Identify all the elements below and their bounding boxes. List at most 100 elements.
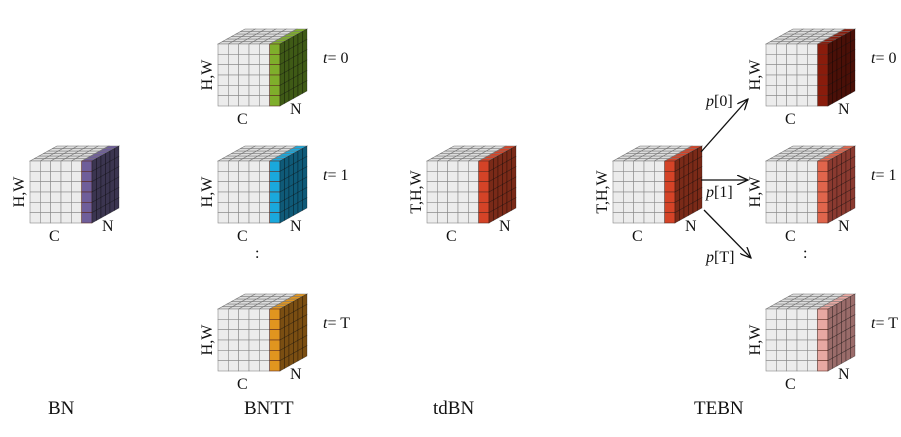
side-cell bbox=[845, 82, 851, 97]
front-cell bbox=[437, 212, 448, 224]
front-cell bbox=[776, 308, 787, 320]
front-cell bbox=[269, 212, 281, 224]
side-cell bbox=[679, 207, 685, 222]
front-cell bbox=[60, 202, 72, 213]
side-cell bbox=[841, 202, 847, 217]
front-cell bbox=[81, 181, 93, 193]
time-step-label: t= 0 bbox=[323, 50, 348, 67]
front-cell bbox=[457, 202, 469, 213]
front-cell bbox=[633, 202, 645, 213]
cube-tdbn: T,H,WCN bbox=[408, 145, 518, 245]
side-cell bbox=[836, 87, 842, 102]
front-cell bbox=[786, 74, 798, 86]
front-cell bbox=[228, 43, 239, 55]
front-cell bbox=[60, 171, 72, 182]
front-cell bbox=[457, 181, 469, 193]
axis-label-c: C bbox=[446, 228, 457, 245]
title-tdbn: tdBN bbox=[433, 398, 474, 419]
front-cell bbox=[786, 339, 798, 351]
side-cell bbox=[697, 197, 703, 212]
side-cell bbox=[827, 357, 833, 372]
front-cell bbox=[457, 191, 469, 203]
side-cell bbox=[293, 202, 299, 217]
side-cell bbox=[502, 202, 508, 217]
front-cell bbox=[817, 339, 829, 351]
axis-label-hw: H,W bbox=[199, 59, 216, 91]
front-cell bbox=[259, 43, 270, 55]
front-cell bbox=[643, 160, 655, 172]
front-cell bbox=[426, 181, 438, 193]
front-cell bbox=[248, 191, 260, 203]
arrow-p0 bbox=[700, 99, 748, 153]
side-cell bbox=[302, 80, 308, 95]
front-cell bbox=[765, 308, 777, 320]
front-cell bbox=[796, 339, 808, 351]
axis-label-hw: H,W bbox=[11, 176, 28, 208]
side-cell bbox=[493, 207, 499, 222]
front-cell bbox=[623, 212, 634, 224]
front-cell bbox=[796, 329, 808, 341]
front-cell bbox=[457, 171, 469, 182]
front-cell bbox=[437, 181, 448, 193]
front-cell bbox=[765, 171, 777, 182]
front-cell bbox=[238, 85, 250, 96]
front-cell bbox=[259, 95, 270, 107]
front-cell bbox=[468, 181, 479, 193]
front-cell bbox=[40, 171, 51, 182]
side-cell bbox=[105, 202, 111, 217]
axis-label-c: C bbox=[237, 111, 248, 128]
front-cell bbox=[228, 74, 239, 86]
front-cell bbox=[228, 54, 239, 65]
side-cell bbox=[279, 209, 285, 224]
front-cell bbox=[807, 212, 818, 224]
front-cell bbox=[765, 212, 777, 224]
front-cell bbox=[259, 360, 270, 372]
front-cell bbox=[478, 191, 490, 203]
side-cell bbox=[683, 204, 689, 219]
front-cell bbox=[248, 350, 260, 361]
front-cell bbox=[228, 171, 239, 182]
front-cell bbox=[765, 54, 777, 65]
front-cell bbox=[796, 202, 808, 213]
axis-label-hw: H,W bbox=[747, 59, 764, 91]
front-cell bbox=[796, 319, 808, 330]
front-cell bbox=[40, 160, 51, 172]
front-cell bbox=[643, 181, 655, 193]
time-step-label: t= 1 bbox=[871, 167, 896, 184]
front-cell bbox=[228, 319, 239, 330]
front-cell bbox=[248, 181, 260, 193]
front-cell bbox=[217, 171, 229, 182]
front-cell bbox=[29, 181, 41, 193]
time-value: = 1 bbox=[875, 167, 896, 184]
front-cell bbox=[40, 181, 51, 193]
front-cell bbox=[447, 212, 459, 224]
arrow-label-pT: p[T] bbox=[705, 249, 734, 266]
front-cell bbox=[228, 329, 239, 341]
side-cell bbox=[488, 209, 494, 224]
side-cell bbox=[827, 92, 833, 107]
front-cell bbox=[248, 74, 260, 86]
front-cell bbox=[786, 160, 798, 172]
front-cell bbox=[776, 95, 787, 107]
side-cell bbox=[293, 350, 299, 365]
side-cell bbox=[279, 92, 285, 107]
front-cell bbox=[60, 212, 72, 224]
front-cell bbox=[817, 308, 829, 320]
front-cell bbox=[817, 202, 829, 213]
front-cell bbox=[238, 74, 250, 86]
tebn-ellipsis: : bbox=[803, 245, 807, 262]
axis-label-hw: H,W bbox=[747, 176, 764, 208]
front-cell bbox=[248, 308, 260, 320]
front-cell bbox=[786, 329, 798, 341]
front-cell bbox=[796, 191, 808, 203]
time-var: t bbox=[323, 50, 328, 67]
front-cell bbox=[437, 171, 448, 182]
front-cell bbox=[71, 181, 82, 193]
front-cell bbox=[643, 212, 655, 224]
side-cell bbox=[850, 197, 856, 212]
front-cell bbox=[776, 329, 787, 341]
side-cell bbox=[688, 202, 694, 217]
side-cell bbox=[692, 199, 698, 214]
front-cell bbox=[807, 74, 818, 86]
